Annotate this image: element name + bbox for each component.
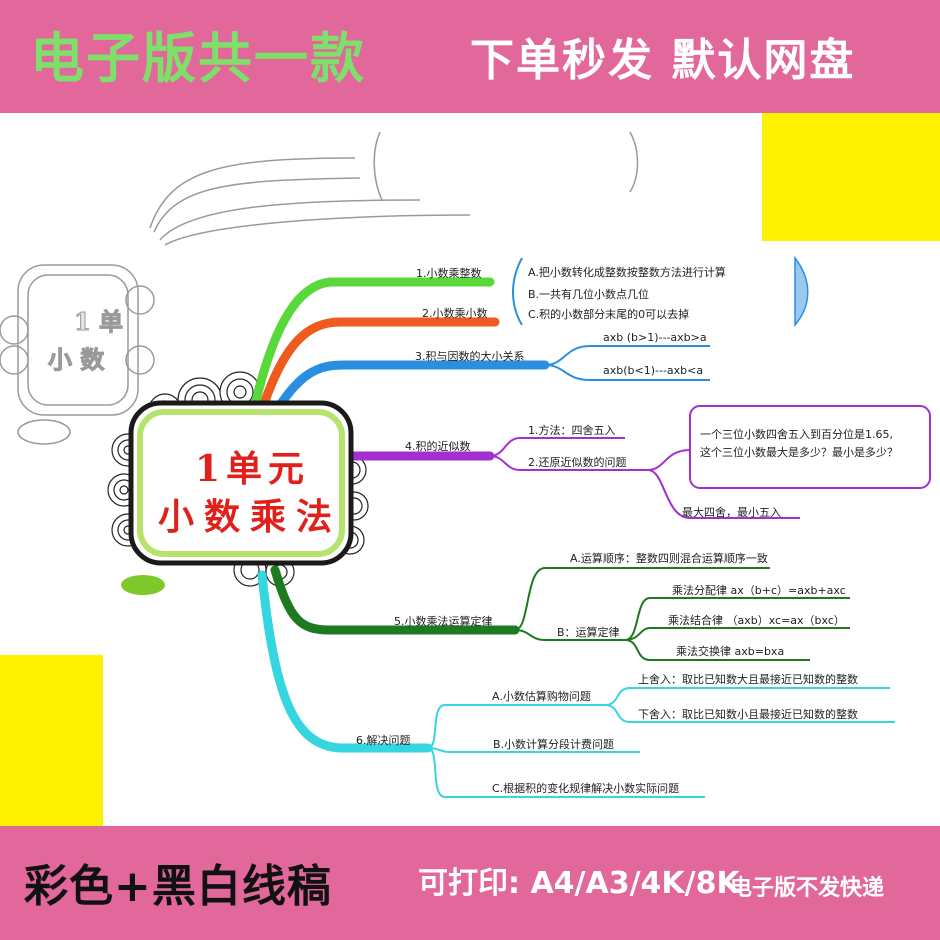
- ghost-branch-2: [153, 177, 361, 233]
- approx-question-line1: 一个三位小数四舍五入到百分位是1.65,: [700, 428, 893, 441]
- law-distributive: 乘法分配律 ax（b+c）=axb+axc: [672, 584, 846, 597]
- note-b: B.一共有几位小数点几位: [528, 288, 650, 301]
- laws-order: A.运算顺序：整数四则混合运算顺序一致: [570, 552, 768, 565]
- ghost-lineart: [0, 131, 639, 445]
- approx-question-box: [689, 405, 931, 489]
- yellow-block-bottom-left: [0, 655, 103, 826]
- ghost-bracket-left: [373, 131, 383, 201]
- center-title-line2: 小数乘法: [158, 496, 343, 538]
- branch-5-curve: [270, 565, 520, 635]
- problem-b: B.小数计算分段计费问题: [493, 738, 615, 751]
- branch-4-sub: [489, 437, 648, 471]
- ghost-center-frame: [17, 264, 139, 416]
- top-banner-left-text: 电子版共一款: [30, 27, 366, 90]
- relation-gt: axb (b>1)---axb>a: [603, 331, 707, 344]
- law-commutative: 乘法交换律 axb=bxa: [676, 645, 785, 658]
- branch-3-sub: [544, 345, 710, 381]
- ghost-text-1: 1 单: [74, 307, 123, 336]
- problem-c: C.根据积的变化规律解决小数实际问题: [492, 782, 680, 795]
- ghost-branch-4: [164, 214, 471, 246]
- center-node-frame: [128, 400, 354, 566]
- problem-round-up: 上舍入：取比已知数大且最接近已知数的整数: [638, 673, 858, 686]
- approx-restore: 2.还原近似数的问题: [528, 456, 627, 469]
- bottom-banner-print-text: 可打印: A4/A3/4K/8K: [418, 866, 740, 901]
- problem-a: A.小数估算购物问题: [492, 690, 591, 703]
- branch-1-curve: [250, 277, 495, 410]
- center-title-line1: 1单元: [195, 448, 311, 490]
- branch-5-sub2: [624, 597, 850, 661]
- branch-5-sub: [514, 567, 770, 641]
- branch-5-label: 5.小数乘法运算定律: [394, 615, 493, 628]
- branch-4-label: 4.积的近似数: [405, 440, 471, 453]
- relation-lt: axb(b<1)---axb<a: [603, 364, 704, 377]
- branch-3-label: 3.积与因数的大小关系: [415, 350, 525, 363]
- notes-bracket-left: [512, 257, 523, 326]
- top-banner: [0, 0, 940, 113]
- note-c: C.积的小数部分末尾的0可以去掉: [528, 308, 690, 321]
- bottom-banner-right-text: 电子版不发快递: [730, 876, 885, 901]
- ghost-branch-1: [149, 157, 356, 229]
- bottom-banner-left-text: 彩色+黑白线稿: [24, 861, 332, 912]
- branch-6-sub2: [604, 687, 895, 723]
- yellow-block-top-right: [762, 113, 940, 241]
- ghost-bracket-right: [629, 131, 639, 193]
- notes-bracket-right: [794, 255, 809, 328]
- approx-method: 1.方法：四舍五入: [528, 424, 616, 437]
- approx-answer: 最大四舍，最小五入: [682, 506, 781, 519]
- branch-2-curve: [257, 317, 500, 415]
- branch-6-label: 6.解决问题: [356, 734, 411, 747]
- branch-2-label: 2.小数乘小数: [422, 307, 488, 320]
- branch-1-label: 1.小数乘整数: [416, 267, 482, 280]
- ghost-branch-3: [159, 199, 421, 241]
- problem-round-down: 下舍入：取比已知数小且最接近已知数的整数: [638, 708, 858, 721]
- bottom-banner: [0, 826, 940, 940]
- branch-6-curve: [257, 570, 433, 753]
- branch-6-sub: [427, 704, 705, 798]
- laws-b-label: B：运算定律: [557, 626, 620, 639]
- top-banner-right-text: 下单秒发 默认网盘: [470, 35, 856, 86]
- branch-4-sub2: [647, 449, 800, 519]
- law-associative: 乘法结合律 （axb）xc=ax（bxc）: [668, 614, 845, 627]
- green-oval: [121, 575, 165, 595]
- approx-question-line2: 这个三位小数最大是多少？最小是多少？: [700, 446, 898, 459]
- ghost-oval: [17, 419, 71, 445]
- note-a: A.把小数转化成整数按整数方法进行计算: [528, 266, 726, 279]
- ghost-text-2: 小 数: [48, 345, 105, 374]
